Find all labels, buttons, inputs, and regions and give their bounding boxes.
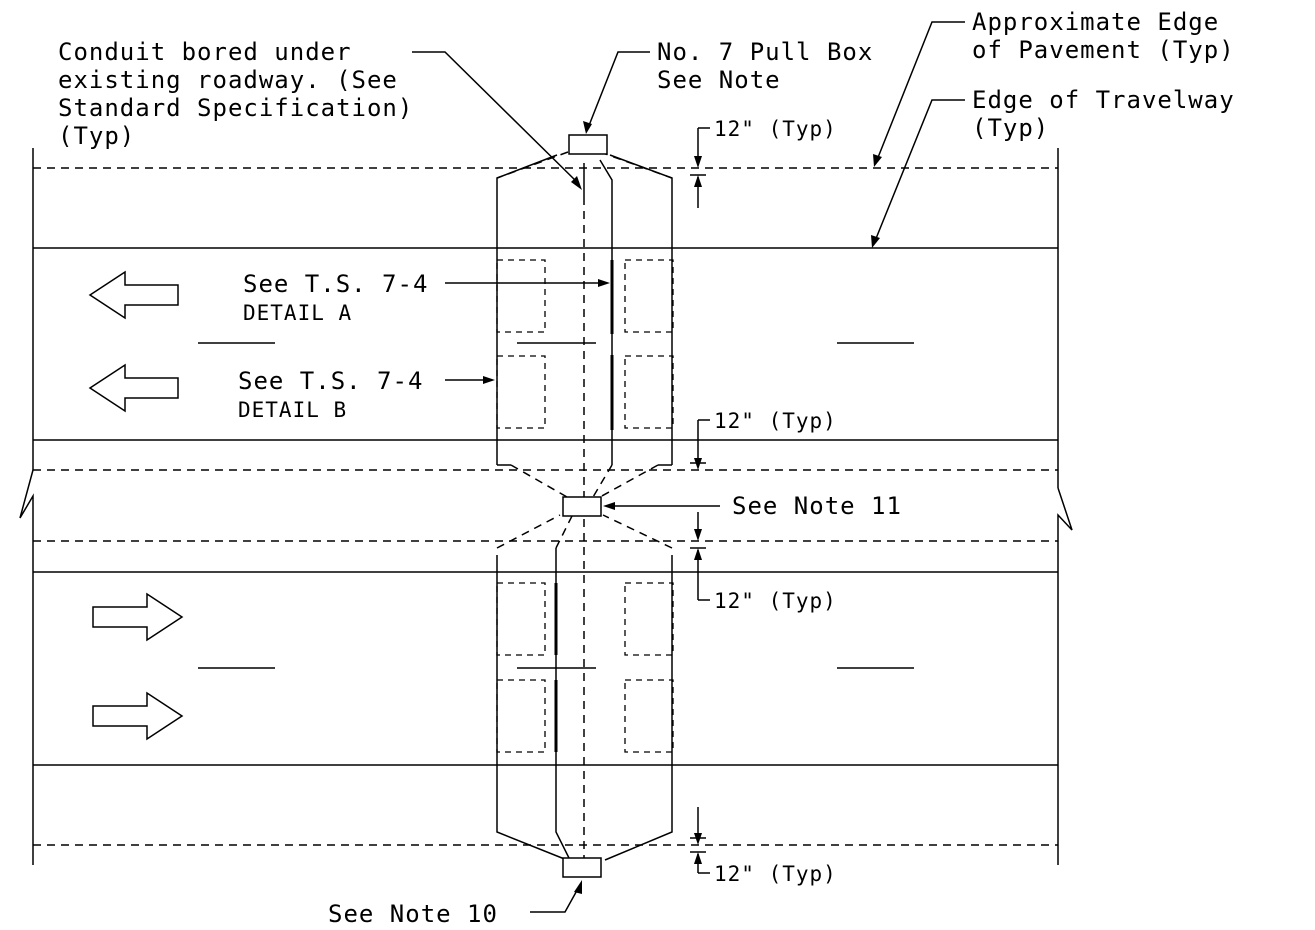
edge-travelway-line-2: (Typ) [972,114,1049,142]
right-arrow-icon [92,691,184,741]
right-arrow-icon [92,592,184,642]
left-arrow-icon [88,270,179,320]
dimension-marker-3 [690,512,710,601]
north-loop-group [496,151,674,498]
leader-pull-box [583,51,650,134]
conduit-note-line-2: existing roadway. (See [58,66,398,94]
south-loop-group [496,514,674,861]
edge-pavement-line-2: of Pavement (Typ) [972,36,1235,64]
edge-pavement-label: Approximate Edge of Pavement (Typ) [972,8,1235,64]
edge-pavement-line-1: Approximate Edge [972,8,1219,36]
detail-a-label: See T.S. 7-4 DETAIL A [243,270,444,325]
dimension-marker-2 [690,419,710,470]
pull-box-line-1: No. 7 Pull Box [657,38,873,66]
dimension-marker-4 [690,807,710,874]
detail-b-line-2: DETAIL B [238,398,347,422]
detail-a-line-1: See T.S. 7-4 [243,270,428,298]
roadway-left-edge [19,148,34,865]
pull-box-south [562,857,602,878]
leader-note-11 [603,502,720,510]
roadway-right-edge [1057,148,1073,865]
detail-b-line-1: See T.S. 7-4 [238,367,423,395]
edge-of-pavement-lines [33,167,1058,846]
edge-travelway-line-1: Edge of Travelway [972,86,1235,114]
note-11-label: See Note 11 [732,492,902,520]
conduit-note-line-1: Conduit bored under [58,38,352,66]
detail-b-label: See T.S. 7-4 DETAIL B [238,367,439,422]
dimension-label-4: 12" (Typ) [714,862,837,886]
pull-box-center [562,496,602,517]
pull-box-label: No. 7 Pull Box See Note [657,38,889,94]
detail-a-line-2: DETAIL A [243,301,352,325]
leader-detail-b [445,376,495,384]
conduit-note-line-4: (Typ) [58,122,135,150]
lane-stripes [198,342,914,669]
dimension-label-2: 12" (Typ) [714,409,837,433]
dimension-label-1: 12" (Typ) [714,117,837,141]
edge-of-travelway-lines [33,247,1058,766]
leader-edge-travelway [871,99,965,248]
dimension-marker-1 [690,127,710,208]
edge-travelway-label: Edge of Travelway (Typ) [972,86,1250,142]
leader-detail-a [445,279,610,287]
leader-conduit [412,51,582,190]
leader-edge-pavement [873,21,965,167]
conduit-note-line-3: Standard Specification) [58,94,413,122]
pull-box-line-2: See Note [657,66,781,94]
leader-note-10 [530,880,582,913]
conduit-note-label: Conduit bored under existing roadway. (S… [58,38,429,150]
left-arrow-icon [88,363,179,413]
dimension-label-3: 12" (Typ) [714,589,837,613]
note-10-label: See Note 10 [328,900,498,928]
pull-box-north [568,134,608,155]
